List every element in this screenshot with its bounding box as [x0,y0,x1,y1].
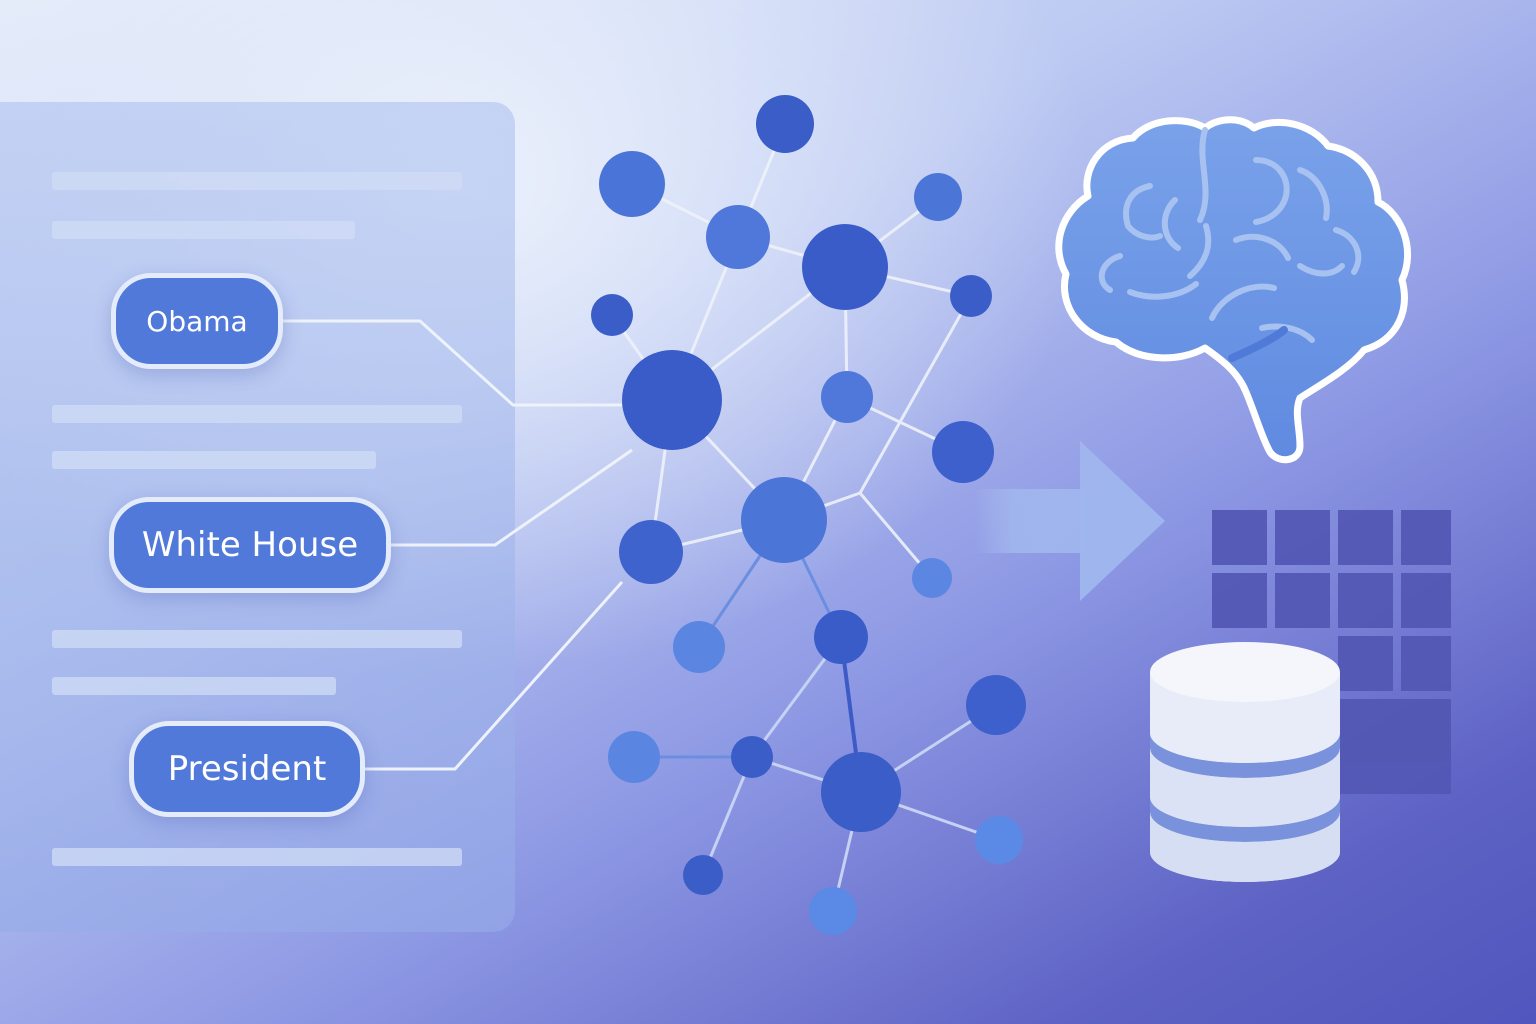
graph-node [608,731,660,783]
entity-tag-president: President [129,721,365,817]
graph-node [821,371,873,423]
text-line [52,848,462,866]
connector-president [365,581,624,771]
graph-node [622,350,722,450]
text-line [52,677,336,695]
graph-node [731,736,773,778]
graph-node [756,95,814,153]
graph-node [821,752,901,832]
graph-node [706,205,770,269]
entity-label: White House [141,525,359,565]
entity-tag-obama: Obama [111,273,283,369]
graph-node [932,421,994,483]
graph-node [683,855,723,895]
graph-edge [858,295,973,494]
text-line [52,221,355,239]
entity-label: Obama [146,304,248,338]
connector-obama [283,319,622,407]
graph-node [914,173,962,221]
entity-label: President [167,749,327,789]
entity-tag-white-house: White House [109,497,391,593]
connector-white-house [391,448,633,547]
graph-node [966,675,1026,735]
graph-node [741,477,827,563]
graph-node [619,520,683,584]
graph-node [599,151,665,217]
graph-node [814,610,868,664]
brain-icon [1055,116,1412,464]
graph-edge [701,756,754,876]
graph-node [673,621,725,673]
graph-node [809,887,857,935]
text-line [52,405,462,423]
text-line [52,451,376,469]
table-grid-icon [1212,510,1451,794]
graph-node [975,816,1023,864]
text-line [52,172,462,190]
arrow-right-icon [975,441,1165,601]
text-line [52,630,462,648]
graph-node [950,275,992,317]
database-icon [1150,642,1340,882]
graph-node [802,224,888,310]
graph-node [912,558,952,598]
graph-node [591,294,633,336]
